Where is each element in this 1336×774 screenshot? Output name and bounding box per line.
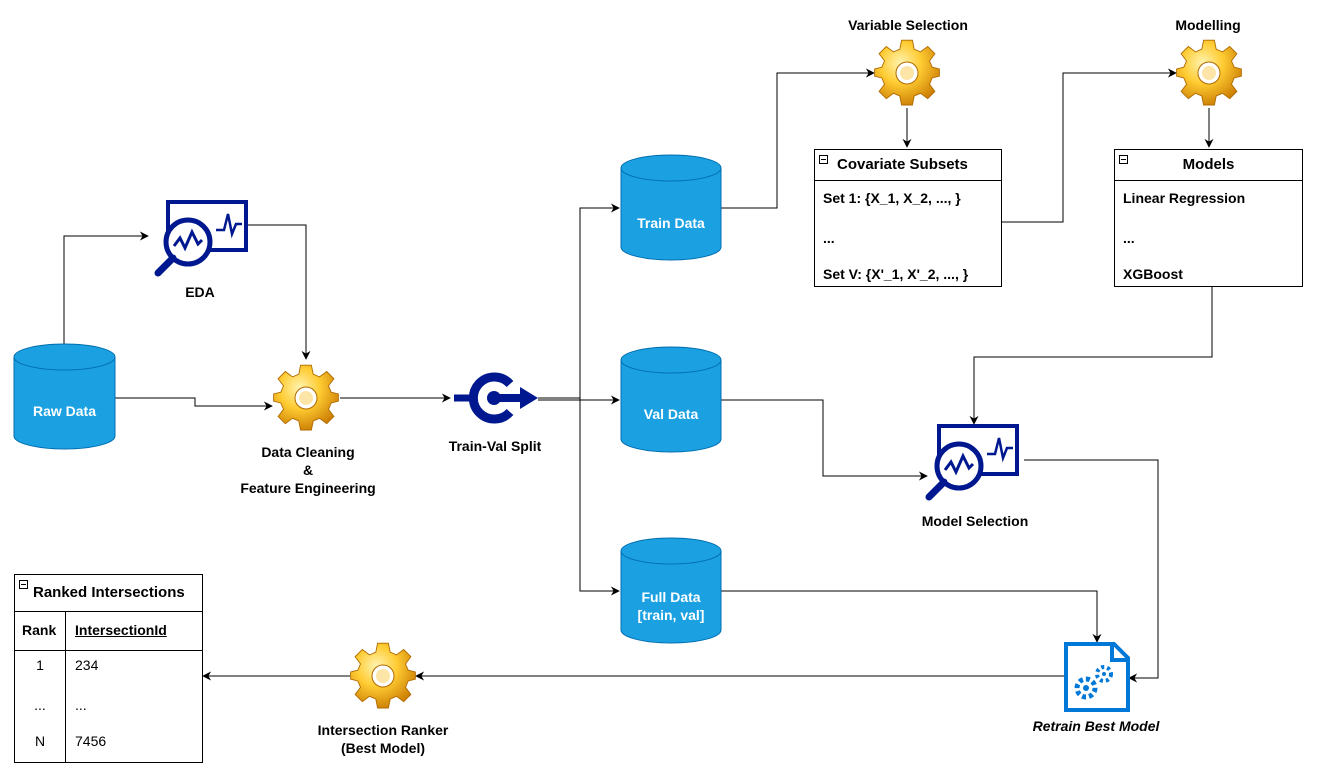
full-data-cylinder — [620, 537, 722, 644]
val-data-label: Val Data — [643, 406, 699, 422]
models-header: Models — [1115, 150, 1302, 181]
eda-label: EDA — [185, 284, 215, 300]
val-data-cylinder — [620, 346, 722, 453]
train-data-label: Train Data — [637, 215, 705, 231]
connectors — [63, 68, 1214, 683]
models-box: Models Linear Regression ... XGBoost — [1114, 149, 1303, 287]
variable-selection-label: Variable Selection — [848, 17, 968, 33]
full-data-label-line1: Full Data — [641, 589, 701, 605]
cleaning-label-line2: & — [302, 462, 314, 478]
column-header-rank: Rank — [22, 622, 57, 638]
train-data-cylinder — [620, 154, 722, 261]
modelling-gear-icon — [1176, 39, 1242, 106]
ranked-table-divider — [65, 611, 66, 762]
rank-cell: ... — [34, 697, 46, 713]
model-selection-analytics-icon — [929, 426, 1017, 497]
covariate-subsets-header: Covariate Subsets — [815, 150, 1001, 181]
ranked-table-header: Ranked Intersections — [15, 575, 202, 612]
table-row: ... ... — [15, 697, 202, 717]
edge-covariates-to-modelling — [1001, 68, 1177, 223]
table-row: 1 234 — [15, 657, 202, 677]
edge-eda-to-cleaning — [248, 224, 311, 360]
covariate-subsets-title: Covariate Subsets — [837, 156, 968, 173]
ranked-table-title: Ranked Intersections — [33, 584, 185, 601]
collapse-icon[interactable] — [1119, 155, 1128, 164]
model-selection-label: Model Selection — [921, 513, 1029, 529]
ranker-label-line1: Intersection Ranker — [317, 722, 449, 738]
edge-split-to-train — [538, 203, 620, 399]
edge-raw-to-eda — [63, 231, 149, 344]
covariate-row: ... — [823, 230, 835, 246]
full-data-label: Full Data [train, val] — [621, 588, 721, 624]
covariate-row: Set 1: {X_1, X_2, ..., } — [823, 190, 961, 206]
cleaning-label: Data Cleaning & Feature Engineering — [218, 443, 398, 497]
eda-analytics-icon — [158, 202, 246, 273]
raw-data-label: Raw Data — [32, 403, 97, 419]
raw-data-cylinder — [13, 343, 116, 450]
ranked-table-column-header-row: Rank IntersectionId — [15, 611, 202, 651]
table-row: N 7456 — [15, 733, 202, 753]
full-data-label-line2: [train, val] — [637, 607, 705, 623]
retrain-file-gears-icon — [1064, 642, 1130, 712]
ranker-gear-icon — [350, 642, 416, 709]
ranker-label: Intersection Ranker (Best Model) — [293, 721, 473, 757]
rank-cell: 1 — [36, 657, 44, 673]
edge-split-to-full — [579, 398, 620, 596]
collapse-icon[interactable] — [819, 155, 828, 164]
intersection-id-cell: 7456 — [75, 733, 107, 749]
variable-selection-gear-icon — [874, 39, 940, 106]
models-title: Models — [1182, 156, 1235, 173]
model-row: XGBoost — [1123, 266, 1183, 282]
split-icon — [454, 372, 538, 424]
cleaning-label-line1: Data Cleaning — [261, 444, 355, 460]
cleaning-label-line3: Feature Engineering — [240, 480, 376, 496]
cleaning-gear-icon — [273, 364, 339, 431]
edge-modelsel-to-retrain — [1024, 459, 1159, 683]
edge-val-to-modelsel — [721, 399, 928, 481]
intersection-id-cell: 234 — [75, 657, 99, 673]
retrain-label: Retrain Best Model — [1032, 718, 1160, 734]
edge-models-to-modelsel — [969, 287, 1213, 425]
modelling-label: Modelling — [1175, 17, 1241, 33]
rank-cell: N — [34, 733, 46, 749]
covariate-row: Set V: {X'_1, X'_2, ..., } — [823, 266, 969, 282]
ranker-label-line2: (Best Model) — [341, 740, 425, 756]
intersection-id-cell: ... — [75, 697, 87, 713]
edge-raw-to-cleaning — [115, 397, 273, 411]
edge-train-to-varsel — [721, 68, 875, 209]
ranked-intersections-table: Ranked Intersections Rank IntersectionId… — [14, 574, 203, 763]
model-row: ... — [1123, 230, 1135, 246]
collapse-icon[interactable] — [19, 580, 28, 589]
covariate-subsets-box: Covariate Subsets Set 1: {X_1, X_2, ...,… — [814, 149, 1002, 287]
data-stores — [13, 154, 722, 644]
column-header-intersection-id: IntersectionId — [75, 622, 167, 638]
edge-full-to-retrain — [721, 590, 1102, 643]
split-label: Train-Val Split — [448, 438, 542, 454]
model-row: Linear Regression — [1123, 190, 1246, 206]
